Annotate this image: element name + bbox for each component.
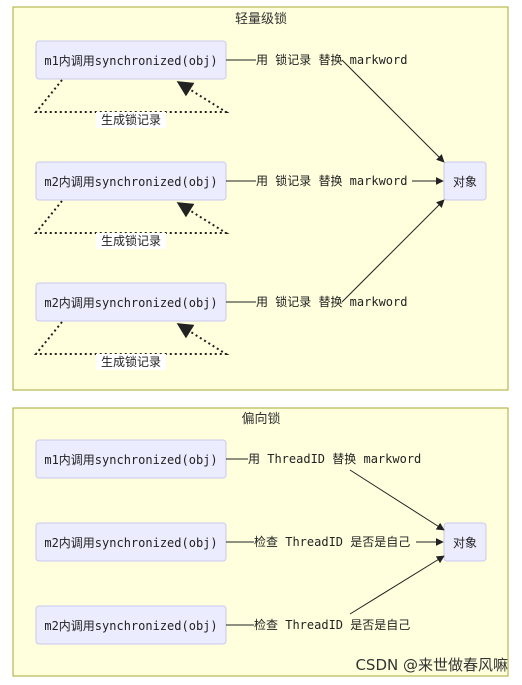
- lw-loop-label-3: 生成锁记录: [101, 354, 161, 369]
- csdn-watermark: CSDN @来世做春风嘛: [355, 656, 508, 674]
- lw-call-node-3: m2内调用synchronized(obj): [35, 282, 227, 322]
- lw-loop-label-2: 生成锁记录: [101, 233, 161, 248]
- lw-edge-3b: [341, 199, 445, 303]
- bl-call-label-3: m2内调用synchronized(obj): [44, 619, 217, 633]
- lw-call-label-1: m1内调用synchronized(obj): [44, 54, 217, 68]
- bl-edge-label-2: 检查 ThreadID 是否是自己: [254, 534, 410, 549]
- lw-call-node-2: m2内调用synchronized(obj): [35, 161, 227, 201]
- lw-edge-label-2: 用 锁记录 替换 markword: [256, 173, 407, 188]
- biased-lock-title: 偏向锁: [241, 411, 280, 427]
- lw-call-label-2: m2内调用synchronized(obj): [44, 175, 217, 189]
- bl-edge-1b: [349, 469, 445, 531]
- lw-edge-label-3: 用 锁记录 替换 markword: [256, 294, 407, 309]
- bl-call-node-2: m2内调用synchronized(obj): [35, 522, 227, 562]
- bl-edge-3b: [349, 555, 445, 615]
- bl-call-label-1: m1内调用synchronized(obj): [44, 453, 217, 467]
- bl-target-label: 对象: [453, 536, 477, 550]
- bl-edge-label-3: 检查 ThreadID 是否是自己: [254, 617, 410, 632]
- bl-call-node-1: m1内调用synchronized(obj): [35, 439, 227, 479]
- lw-target-node: 对象: [443, 161, 487, 201]
- lw-target-label: 对象: [453, 175, 477, 189]
- bl-call-label-2: m2内调用synchronized(obj): [44, 536, 217, 550]
- lightweight-lock-title: 轻量级锁: [235, 11, 287, 27]
- lw-loop-label-1: 生成锁记录: [101, 112, 161, 127]
- bl-call-node-3: m2内调用synchronized(obj): [35, 605, 227, 645]
- lw-edge-label-1: 用 锁记录 替换 markword: [256, 52, 407, 67]
- lw-call-label-3: m2内调用synchronized(obj): [44, 296, 217, 310]
- lw-edge-1b: [341, 59, 445, 163]
- bl-edge-label-1: 用 ThreadID 替换 markword: [248, 452, 421, 466]
- lw-call-node-1: m1内调用synchronized(obj): [35, 40, 227, 80]
- bl-target-node: 对象: [443, 522, 487, 562]
